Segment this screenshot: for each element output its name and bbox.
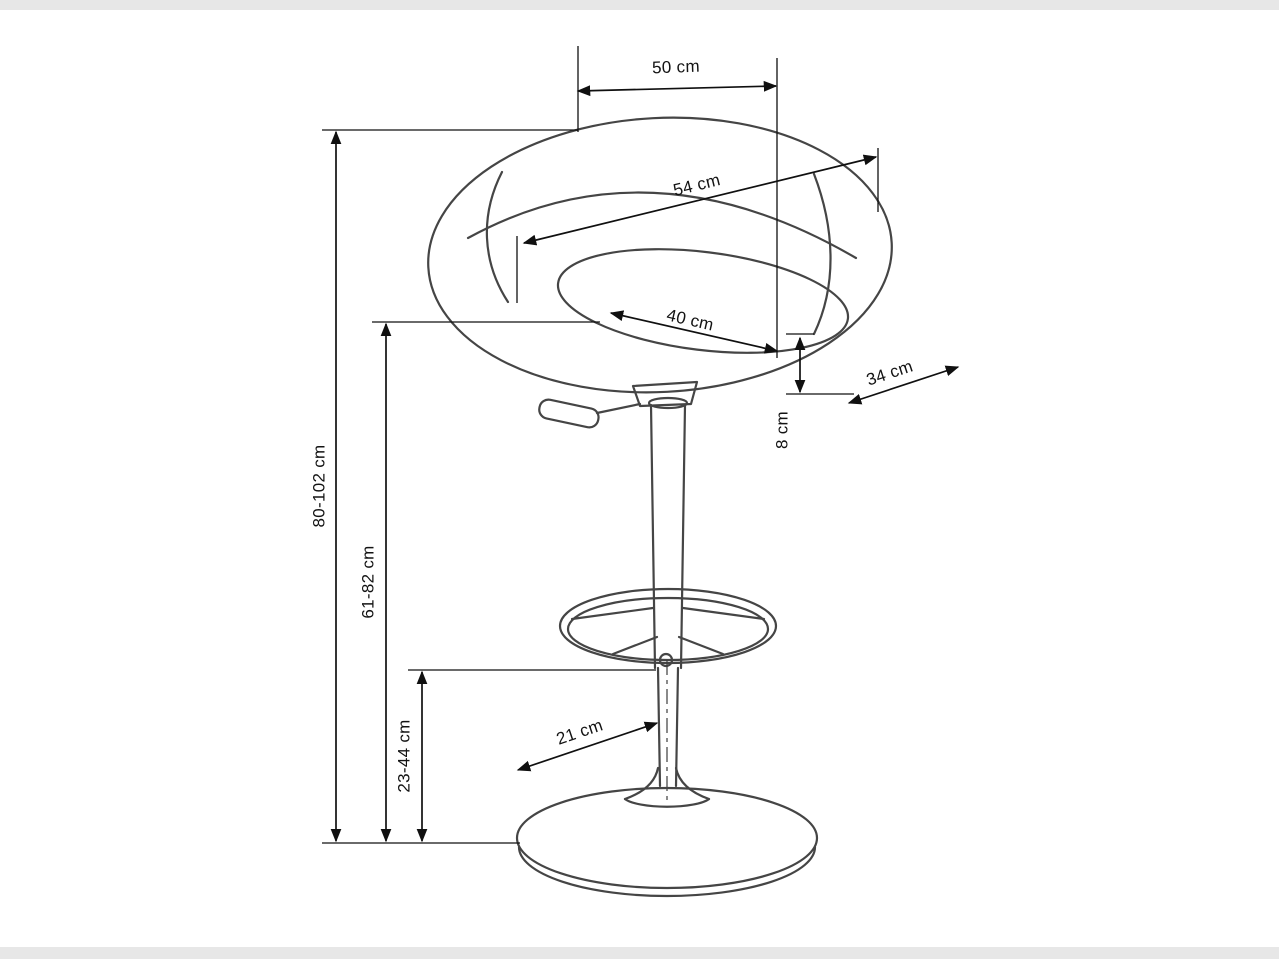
base-cone-bottom: [623, 797, 711, 808]
footrest-hub-knob: [658, 652, 674, 668]
footrest-spoke-right: [681, 606, 766, 621]
dim-seat-width-top: [576, 80, 778, 97]
dim-label-seat-width-top: 50 cm: [652, 57, 700, 78]
base-cone-left: [623, 766, 660, 801]
base-disc-top: [515, 786, 819, 890]
dim-label-seat-height: 61-82 cm: [358, 545, 377, 618]
base-disc-thickness: [517, 845, 817, 898]
lever-stem: [595, 402, 642, 415]
seat-left-seam: [485, 170, 510, 304]
column-collar: [647, 396, 689, 410]
dimension-lines: [322, 46, 960, 844]
footrest-spoke-front-left: [611, 635, 659, 656]
dim-label-seat-rim-height: 8 cm: [772, 411, 791, 449]
dim-seat-diagonal: [522, 154, 878, 246]
column-lower-left: [656, 666, 662, 788]
footrest-ring-outer: [558, 587, 778, 665]
height-adjust-lever: [538, 398, 600, 429]
dim-label-backrest-diagonal: 34 cm: [864, 357, 915, 390]
column-upper-right: [679, 403, 687, 670]
seat-right-seam: [812, 172, 832, 336]
dim-label-overall-height: 80-102 cm: [309, 444, 328, 527]
dim-backrest-diagonal: [847, 365, 960, 405]
footrest-spoke-front-right: [677, 635, 725, 656]
base-cone-right: [674, 766, 711, 801]
dim-label-seat-inner-width: 40 cm: [665, 305, 716, 334]
dim-label-seat-diagonal: 54 cm: [671, 170, 722, 200]
footrest-ring-inner: [566, 596, 770, 662]
frame-edge-top: [0, 0, 1279, 10]
seat-cushion: [556, 248, 850, 354]
frame-edge-bottom: [0, 947, 1279, 959]
seat-mount-plate: [631, 380, 699, 408]
column-upper-left: [649, 403, 657, 670]
dim-label-footrest-height: 23-44 cm: [394, 719, 413, 792]
dim-seat-inner-width: [609, 310, 779, 354]
stool-outline: [427, 116, 893, 898]
column-lower-right: [674, 666, 680, 788]
footrest-spoke-left: [570, 606, 655, 621]
dim-base-radius: [516, 721, 659, 772]
seat-outer-rim: [427, 116, 893, 394]
dimension-labels: 50 cm 54 cm 40 cm 34 cm 8 cm 80-102 cm 6…: [309, 57, 915, 793]
